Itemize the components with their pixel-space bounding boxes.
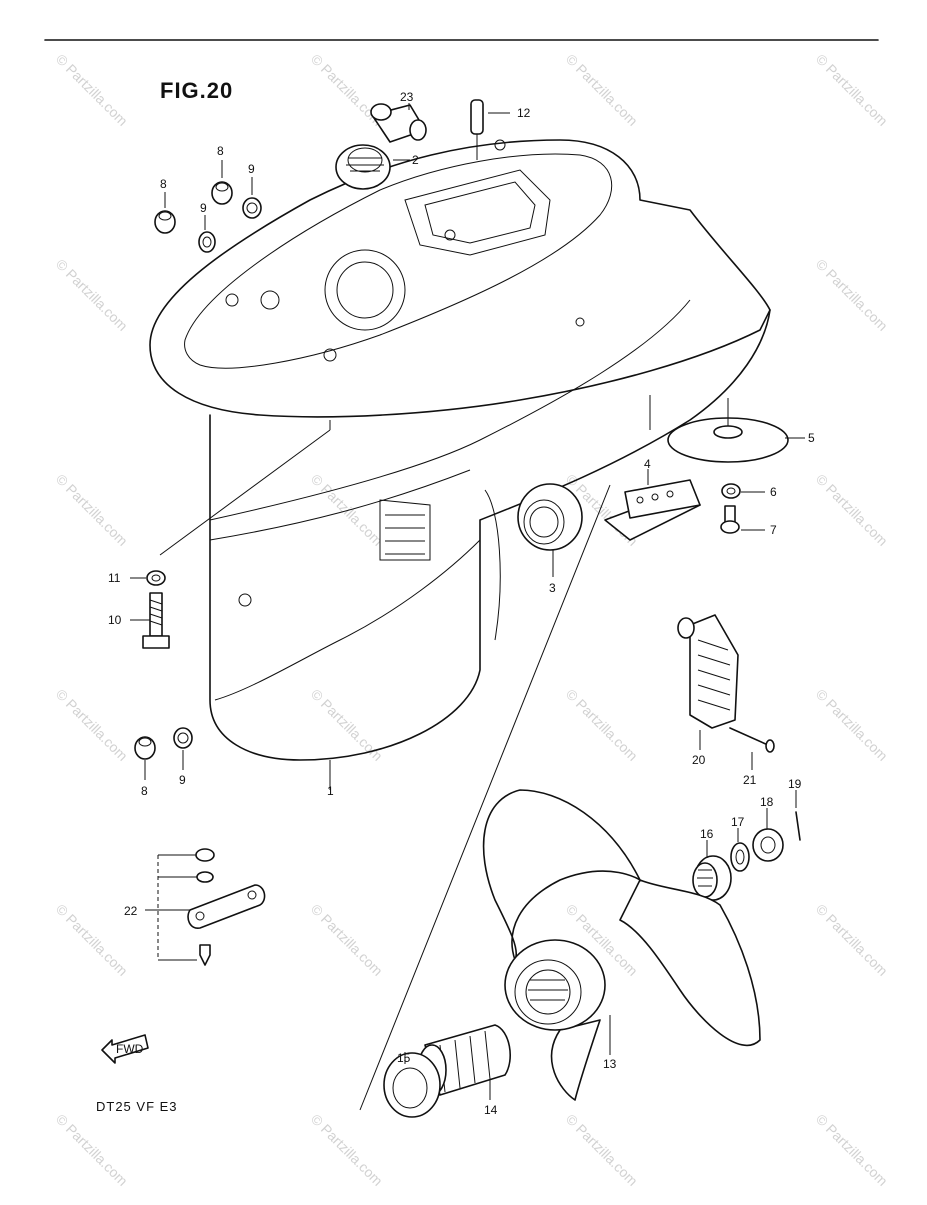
callout-18: 18 bbox=[760, 795, 774, 809]
callout-10: 10 bbox=[108, 613, 122, 627]
watermark: © Partzilla.com bbox=[53, 686, 131, 764]
watermark: © Partzilla.com bbox=[308, 686, 386, 764]
watermark: © Partzilla.com bbox=[813, 901, 891, 979]
propeller-part bbox=[482, 789, 761, 1101]
watermark: © Partzilla.com bbox=[53, 471, 131, 549]
fwd-arrow-icon: FWD bbox=[101, 1034, 149, 1064]
callout-8: 8 bbox=[217, 144, 224, 158]
gear-case-part bbox=[149, 139, 771, 780]
callout-17: 17 bbox=[731, 815, 745, 829]
callout-3: 3 bbox=[549, 581, 556, 595]
plug-and-gasket-parts-top bbox=[154, 160, 262, 253]
stabilizer-group bbox=[145, 848, 266, 966]
callout-22: 22 bbox=[124, 904, 138, 918]
anode-part bbox=[604, 469, 701, 541]
watermark: © Partzilla.com bbox=[813, 51, 891, 129]
watermark: © Partzilla.com bbox=[53, 256, 131, 334]
needle-bearing-part bbox=[335, 144, 410, 190]
dowel-pin-part bbox=[470, 99, 510, 160]
callout-4: 4 bbox=[644, 457, 651, 471]
callout-8: 8 bbox=[160, 177, 167, 191]
callout-labels: 23 12 2 8 9 8 9 5 4 6 7 11 3 10 20 21 1 … bbox=[108, 90, 815, 1117]
watermark: © Partzilla.com bbox=[308, 1111, 386, 1189]
callout-23: 23 bbox=[400, 90, 414, 104]
watermark: © Partzilla.com bbox=[563, 1111, 641, 1189]
callout-8: 8 bbox=[141, 784, 148, 798]
oil-seal-part bbox=[517, 483, 583, 577]
watermark: © Partzilla.com bbox=[308, 471, 386, 549]
assembly-guide-line bbox=[359, 484, 611, 1111]
watermark: © Partzilla.com bbox=[53, 901, 131, 979]
figure-title: FIG.20 bbox=[160, 78, 234, 103]
watermark: © Partzilla.com bbox=[563, 51, 641, 129]
watermark: © Partzilla.com bbox=[813, 256, 891, 334]
spacer-washer-nut-pin-parts bbox=[692, 790, 801, 901]
callout-7: 7 bbox=[770, 523, 777, 537]
callout-15: 15 bbox=[397, 1051, 411, 1065]
watermark: © Partzilla.com bbox=[813, 471, 891, 549]
watermark: © Partzilla.com bbox=[53, 1111, 131, 1189]
callout-9: 9 bbox=[200, 201, 207, 215]
watermark: © Partzilla.com bbox=[813, 1111, 891, 1189]
plug-and-gasket-parts-bottom bbox=[134, 727, 193, 780]
callout-2: 2 bbox=[412, 153, 419, 167]
washer-and-bolt-parts bbox=[130, 570, 170, 649]
callout-6: 6 bbox=[770, 485, 777, 499]
watermark: © Partzilla.com bbox=[308, 901, 386, 979]
callout-14: 14 bbox=[484, 1103, 498, 1117]
callout-9: 9 bbox=[179, 773, 186, 787]
fwd-label: FWD bbox=[116, 1042, 144, 1056]
thrust-holder-part bbox=[383, 1052, 441, 1118]
callout-11: 11 bbox=[108, 571, 121, 585]
pin-part bbox=[729, 727, 775, 770]
model-code: DT25 VF E3 bbox=[96, 1099, 178, 1114]
callout-13: 13 bbox=[603, 1057, 617, 1071]
cover-part bbox=[677, 614, 739, 750]
callout-1: 1 bbox=[327, 784, 334, 798]
watermark: © Partzilla.com bbox=[53, 51, 131, 129]
washer-and-screw-parts bbox=[720, 483, 765, 534]
callout-19: 19 bbox=[788, 777, 802, 791]
callout-5: 5 bbox=[808, 431, 815, 445]
trim-plate-part bbox=[667, 398, 805, 463]
callout-12: 12 bbox=[517, 106, 531, 120]
callout-20: 20 bbox=[692, 753, 706, 767]
callout-21: 21 bbox=[743, 773, 757, 787]
callout-9: 9 bbox=[248, 162, 255, 176]
callout-16: 16 bbox=[700, 827, 714, 841]
watermark: © Partzilla.com bbox=[813, 686, 891, 764]
watermark: © Partzilla.com bbox=[563, 686, 641, 764]
bushing-part bbox=[370, 103, 427, 143]
